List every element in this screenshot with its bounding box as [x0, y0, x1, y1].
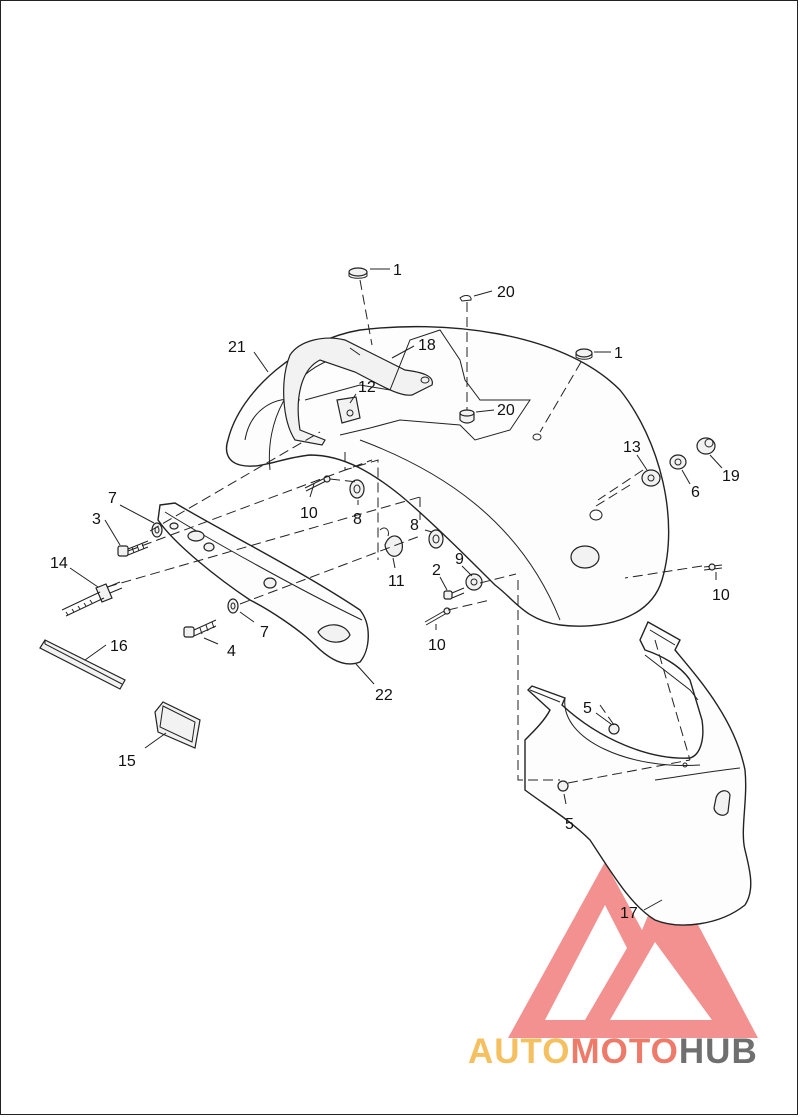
washer-part-6 — [669, 454, 687, 470]
clip-part-20a — [459, 295, 472, 302]
callout-11: 11 — [388, 573, 405, 590]
callout-17: 17 — [620, 905, 638, 922]
bracket-part-18 — [283, 337, 433, 446]
callout-19: 19 — [722, 468, 740, 485]
callout-4: 4 — [227, 643, 236, 660]
reflector-part-15 — [154, 701, 201, 749]
watermark-wordmark: AUTOMOTOHUB — [468, 1030, 788, 1074]
callout-20a: 20 — [497, 284, 515, 301]
callout-labels: 1 1 20 20 21 18 12 13 19 6 7 3 10 8 8 9 … — [50, 262, 740, 922]
washer-part-5a — [608, 723, 620, 735]
fender-support-outline — [304, 329, 531, 441]
callout-3: 3 — [92, 511, 101, 528]
washer-part-7b — [227, 598, 239, 614]
washer-part-13 — [641, 469, 661, 487]
grommet-part-8a — [349, 479, 365, 499]
strip-part-16 — [39, 639, 126, 690]
callout-1a: 1 — [393, 262, 402, 279]
watermark-word-moto: MOTO — [570, 1032, 679, 1071]
stud-part-10c — [703, 563, 723, 571]
callout-1b: 1 — [614, 345, 623, 362]
callout-13: 13 — [623, 439, 641, 456]
callout-21: 21 — [228, 339, 246, 356]
callout-10a: 10 — [300, 505, 318, 522]
callout-8a: 8 — [353, 511, 362, 528]
callout-15: 15 — [118, 753, 136, 770]
callout-10c: 10 — [712, 587, 730, 604]
callout-7b: 7 — [260, 624, 269, 641]
callout-5a: 5 — [583, 700, 592, 717]
watermark-word-auto: AUTO — [468, 1032, 571, 1071]
callout-5b: 5 — [565, 816, 574, 833]
stud-part-10a — [304, 475, 331, 492]
callout-22: 22 — [375, 687, 393, 704]
watermark-logo-icon — [508, 862, 758, 1038]
callout-12: 12 — [358, 379, 376, 396]
callout-16: 16 — [110, 638, 128, 655]
nut-part-9 — [465, 573, 483, 591]
callout-2: 2 — [432, 562, 441, 579]
watermark-word-hub: HUB — [678, 1032, 758, 1071]
stud-part-10b — [424, 607, 451, 626]
screw-part-3 — [117, 540, 149, 557]
plug-part-1b — [575, 348, 593, 360]
callout-18: 18 — [418, 337, 436, 354]
bracket-part-12 — [336, 396, 361, 424]
assembly-lines — [106, 279, 703, 784]
lower-fender-part-17 — [524, 621, 752, 926]
screw-part-4 — [183, 619, 217, 638]
washer-part-5b — [557, 780, 569, 792]
clip-part-11 — [379, 527, 403, 557]
leader-lines — [69, 268, 723, 911]
side-plate-part-22 — [157, 502, 369, 665]
callout-10b: 10 — [428, 637, 446, 654]
stud-part-14 — [61, 581, 123, 617]
grommet-part-8b — [428, 529, 444, 549]
callout-7a: 7 — [108, 490, 117, 507]
callout-9: 9 — [455, 551, 464, 568]
washer-part-7a — [151, 522, 163, 538]
screw-part-2 — [443, 587, 465, 600]
nut-part-20b — [459, 409, 475, 424]
plug-part-1a — [348, 267, 368, 279]
callout-8b: 8 — [410, 517, 419, 534]
callout-20b: 20 — [497, 402, 515, 419]
callout-6: 6 — [691, 484, 700, 501]
callout-14: 14 — [50, 555, 68, 572]
nut-part-19 — [696, 437, 716, 455]
